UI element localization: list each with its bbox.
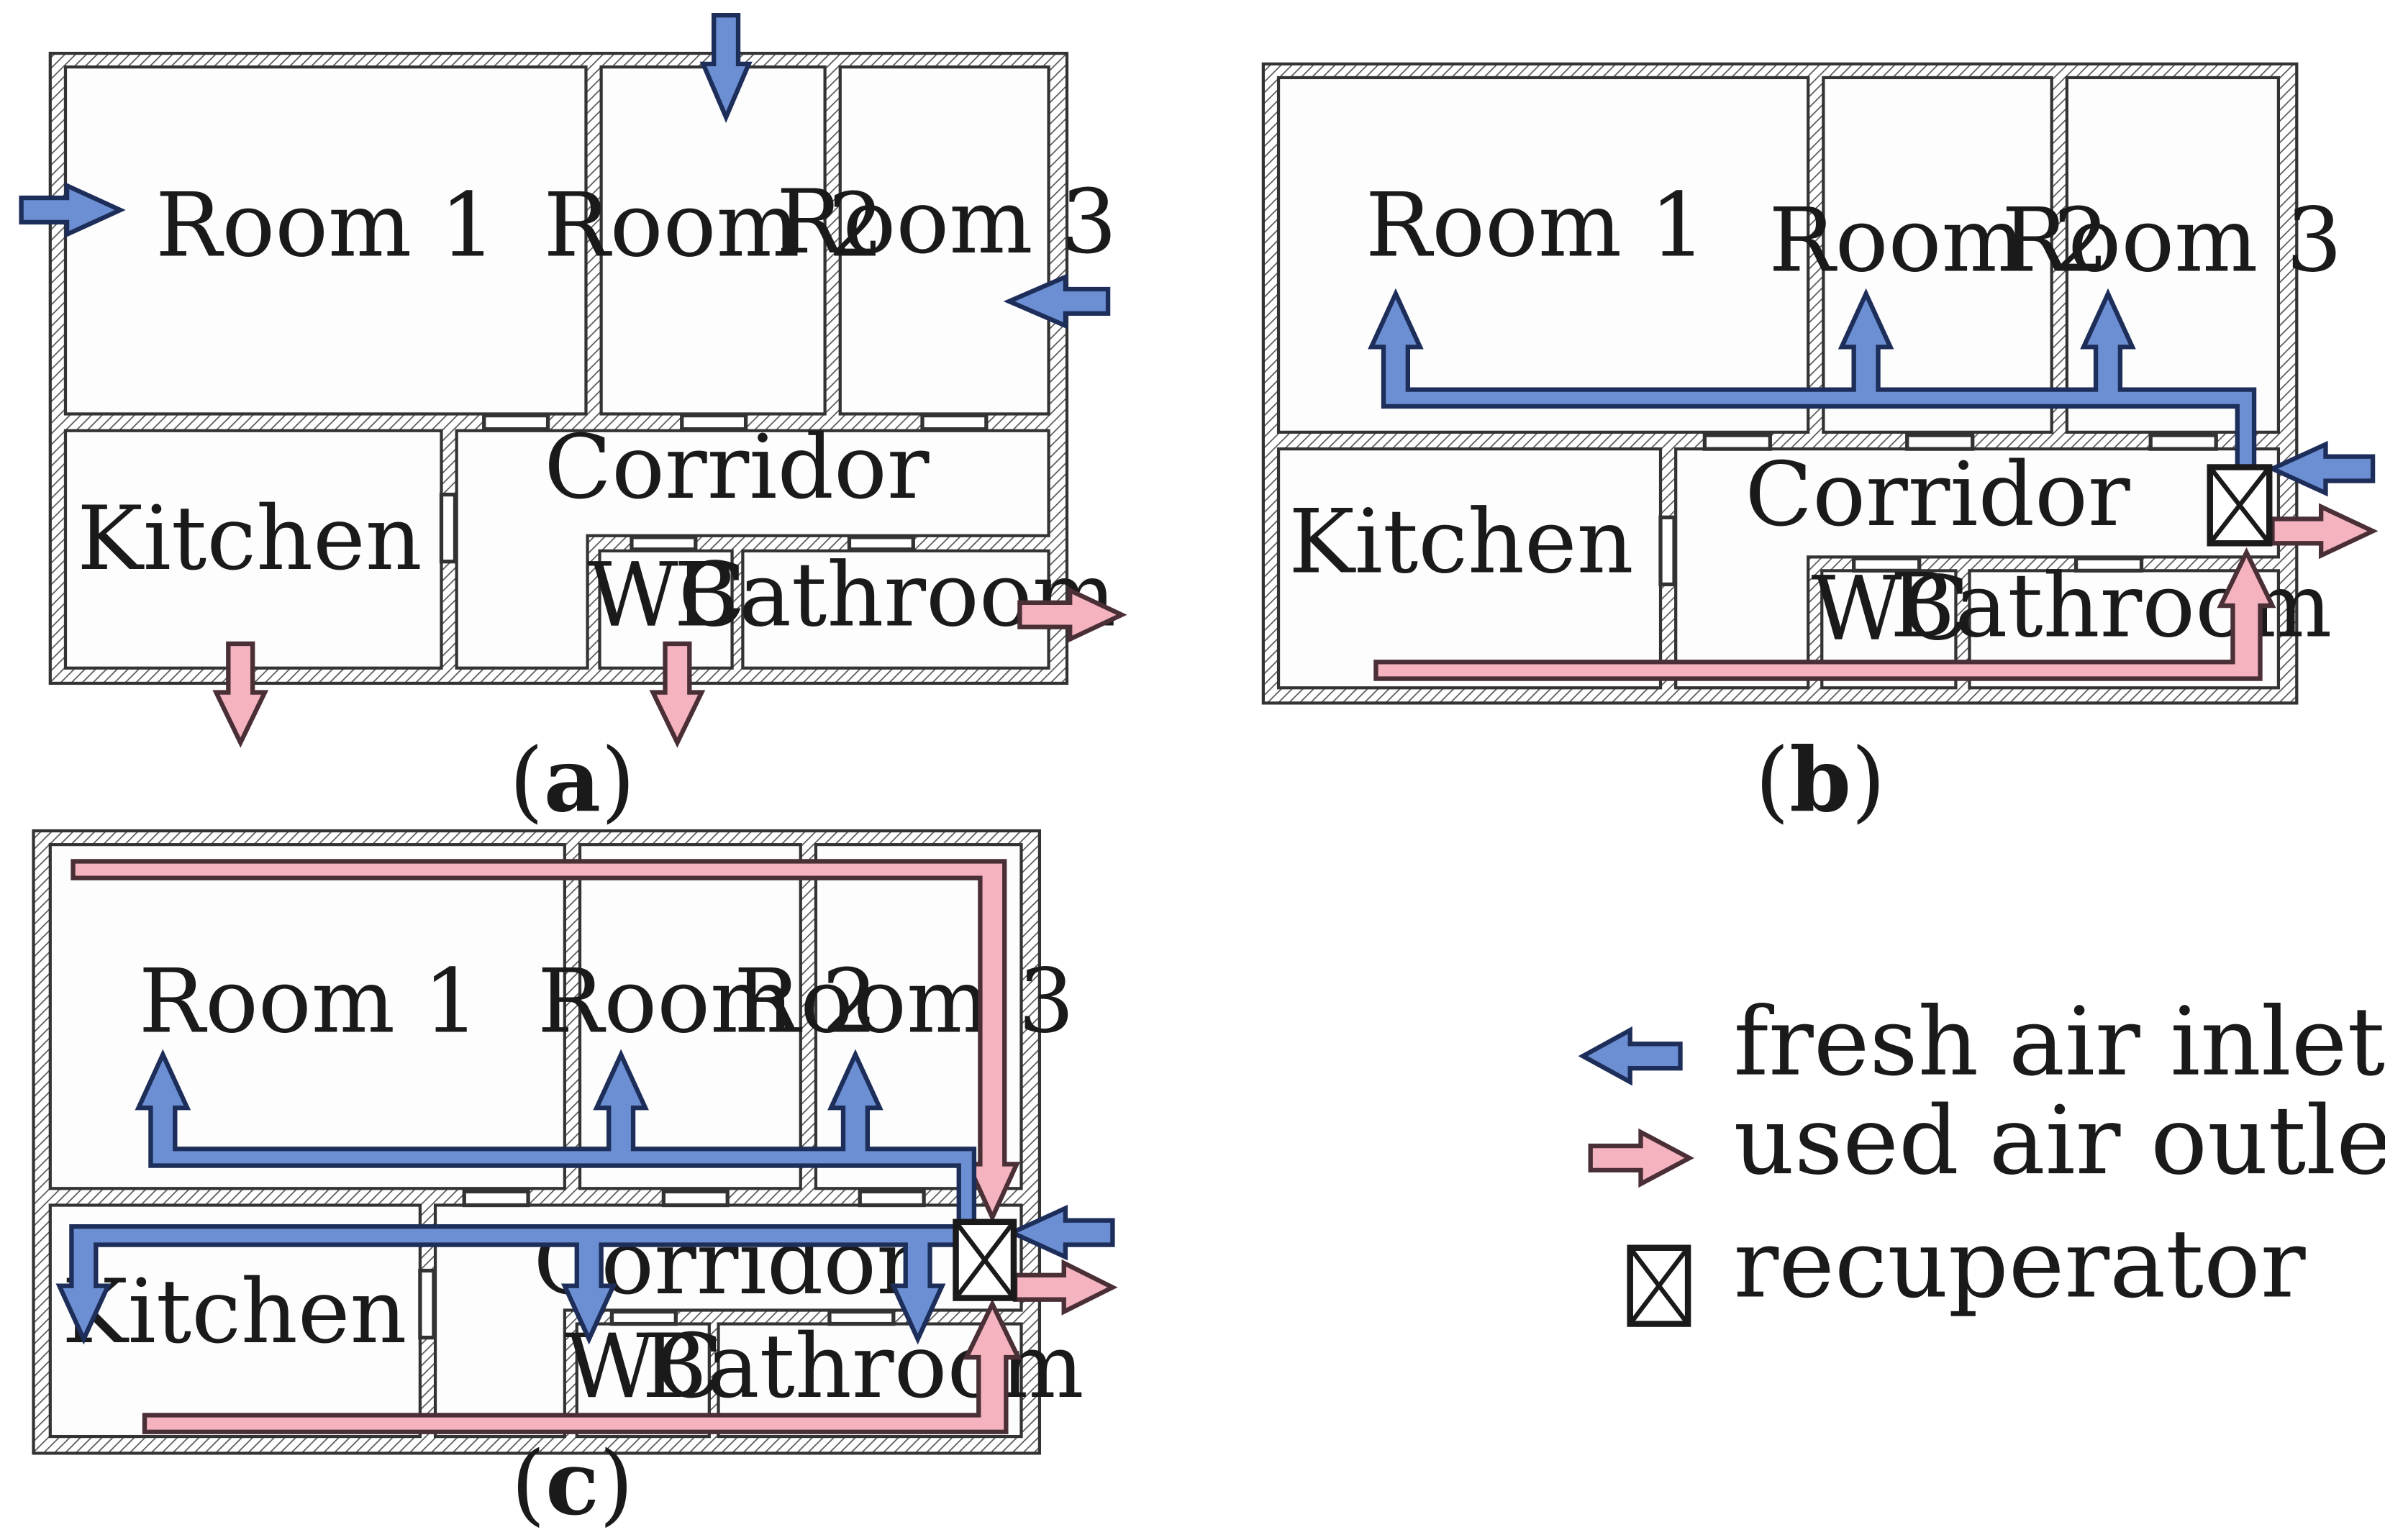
door <box>630 535 698 552</box>
fresh-air-duct <box>135 1049 977 1224</box>
legend: fresh air inlet used air outlet recupera… <box>1578 987 2385 1327</box>
door <box>2073 556 2144 573</box>
panel-a-caption: (a) <box>509 729 635 832</box>
door <box>482 413 550 432</box>
door <box>920 413 989 432</box>
kitchen-label: Kitchen <box>1289 490 1634 593</box>
wc-label: WC <box>1811 557 1969 660</box>
panel-c-caption: (c) <box>511 1431 633 1535</box>
used-air-duct <box>1373 547 2276 681</box>
fresh-air-arrow <box>1003 273 1111 329</box>
room-1 <box>48 843 566 1190</box>
room-3-label: Room 3 <box>734 949 1075 1052</box>
used-air-duct <box>142 1298 1022 1434</box>
recuperator-legend-icon <box>1627 1244 1691 1327</box>
panel-c: Room 1 Room 2 Room 3 Corridor Kitchen WC… <box>32 829 1118 1535</box>
legend-recuperator-label: recuperator <box>1734 1208 2306 1318</box>
panel-b-caption: (b) <box>1755 729 1886 832</box>
used-air-arrow <box>212 641 269 748</box>
used-air-arrow <box>2270 503 2379 560</box>
fresh-air-arrow <box>2266 440 2376 497</box>
bathroom <box>741 549 1050 670</box>
door <box>1702 433 1772 451</box>
room-3-label: Room 3 <box>776 170 1117 273</box>
door <box>827 1309 896 1326</box>
room-3-label: Room 3 <box>2002 189 2343 292</box>
room-1 <box>1276 76 1810 434</box>
room-1 <box>63 65 588 416</box>
recuperator-icon <box>2207 464 2273 547</box>
kitchen <box>63 429 443 670</box>
room-3 <box>838 65 1050 416</box>
used-air-arrow <box>1012 1259 1118 1316</box>
room-2-label: Room 2 <box>537 949 878 1052</box>
room-1-label: Room 1 <box>139 949 480 1052</box>
fresh-air-arrow <box>1007 1204 1115 1261</box>
door <box>680 413 748 432</box>
panel-b: Room 1 Room 2 Room 3 Corridor Kitchen WC… <box>1261 62 2379 832</box>
bathroom-label: Bathroom <box>674 544 1116 647</box>
room-1-label: Room 1 <box>155 173 496 276</box>
kitchen <box>1276 447 1663 690</box>
panel-a: Room 1 Room 2 Room 3 Corridor Kitchen WC… <box>19 13 1127 832</box>
legend-fresh-label: fresh air inlet <box>1734 987 2385 1097</box>
used-air-arrow <box>649 641 706 748</box>
door <box>462 1189 530 1208</box>
fresh-air-arrow <box>699 13 753 124</box>
fresh-air-duct <box>55 1224 958 1345</box>
room-1-label: Room 1 <box>1366 173 1707 276</box>
door <box>418 1268 436 1340</box>
room-2-label: Room 2 <box>1768 189 2109 292</box>
recuperator-icon <box>953 1218 1017 1301</box>
bathroom-label: Bathroom <box>642 1315 1084 1418</box>
corridor <box>1674 447 2281 690</box>
door <box>439 492 458 564</box>
door <box>1658 515 1676 587</box>
fresh-air-arrow <box>19 182 126 238</box>
door <box>661 1189 730 1208</box>
fresh-air-legend-icon <box>1578 1026 1683 1086</box>
wc-label: WC <box>588 544 746 647</box>
corridor <box>455 429 1050 670</box>
door <box>609 1309 678 1326</box>
used-air-duct <box>71 859 1021 1224</box>
used-air-arrow <box>1017 586 1127 643</box>
kitchen-label: Kitchen <box>62 1260 407 1363</box>
door <box>847 535 915 552</box>
corridor-label: Corridor <box>1745 443 2130 546</box>
room-2-label: Room 2 <box>543 173 884 276</box>
door <box>858 1189 926 1208</box>
door <box>1905 433 1975 451</box>
legend-used-label: used air outlet <box>1734 1085 2385 1195</box>
kitchen-label: Kitchen <box>77 487 422 590</box>
door <box>2148 433 2218 451</box>
corridor-label: Corridor <box>544 416 930 519</box>
fresh-air-duct <box>1368 288 2257 470</box>
door <box>1852 556 1922 573</box>
used-air-legend-icon <box>1588 1128 1694 1188</box>
